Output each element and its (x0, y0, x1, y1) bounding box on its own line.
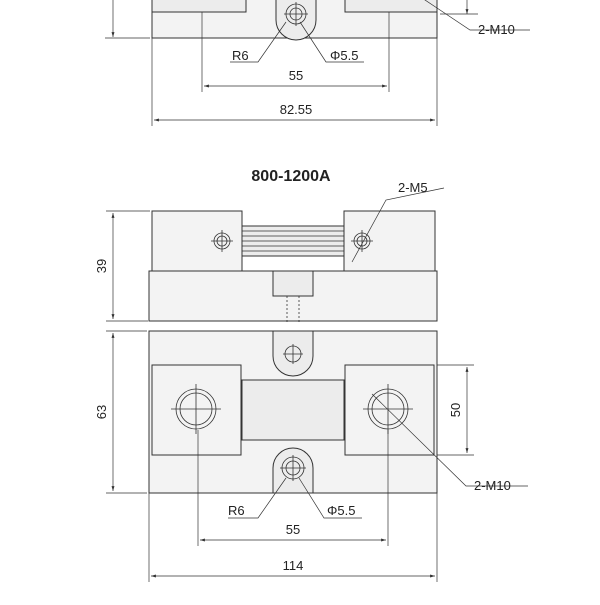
screw-callout: 2-M5 (398, 180, 428, 195)
side-center-boss (272, 270, 314, 297)
plan-spacing-dim: 55 (286, 522, 300, 537)
pad-dim: 50 (448, 403, 463, 417)
plan-center-link (241, 379, 345, 441)
top-thread-callout: 2-M10 (478, 22, 515, 37)
top-spacing-dim: 55 (289, 68, 303, 83)
top-radius-label: R6 (232, 48, 249, 63)
side-left-screw-icon (211, 230, 233, 252)
plan-left-pad (151, 364, 242, 456)
side-elevation-view: 2-M5 39 (94, 180, 445, 322)
depth-dim: 63 (94, 405, 109, 419)
side-right-screw-icon (351, 230, 373, 252)
plan-hole-label: Φ5.5 (327, 503, 355, 518)
plan-radius-label: R6 (228, 503, 245, 518)
top-right-pad (344, 0, 438, 13)
plan-left-terminal-icon (171, 384, 221, 434)
top-width-dim: 82.55 (280, 102, 313, 117)
top-hole-label: Φ5.5 (330, 48, 358, 63)
plan-right-terminal-icon (363, 384, 413, 434)
top-partial-view: 2-M10 R6 Φ5.5 55 82.55 (105, 0, 530, 126)
model-title: 800-1200A (251, 168, 331, 185)
plan-width-dim: 114 (283, 558, 304, 573)
top-left-pad (151, 0, 247, 13)
plan-bottom-hole-icon (280, 455, 306, 481)
plan-top-hole-icon (283, 344, 303, 364)
height-dim: 39 (94, 259, 109, 273)
plan-view: 63 50 2-M10 R6 Φ5.5 55 114 (94, 330, 528, 582)
plan-thread-callout: 2-M10 (474, 478, 511, 493)
